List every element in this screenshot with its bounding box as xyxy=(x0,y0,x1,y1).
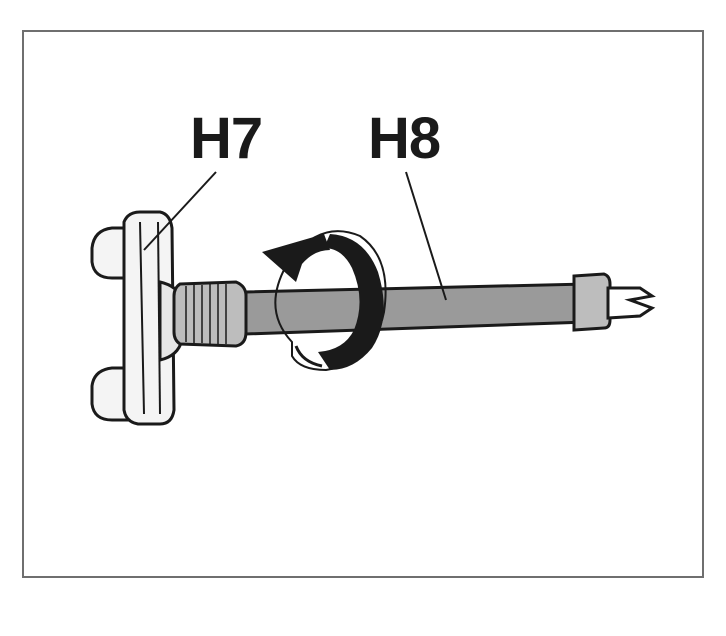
flange-tool-h7 xyxy=(90,210,184,426)
label-h8: H8 xyxy=(368,106,441,171)
rotate-clockwise-arrow-icon xyxy=(262,230,387,372)
leader-line-h8 xyxy=(405,171,447,301)
shaft-tool-h8 xyxy=(172,272,656,348)
label-h7: H7 xyxy=(190,106,263,171)
leader-line-h7 xyxy=(143,171,217,251)
